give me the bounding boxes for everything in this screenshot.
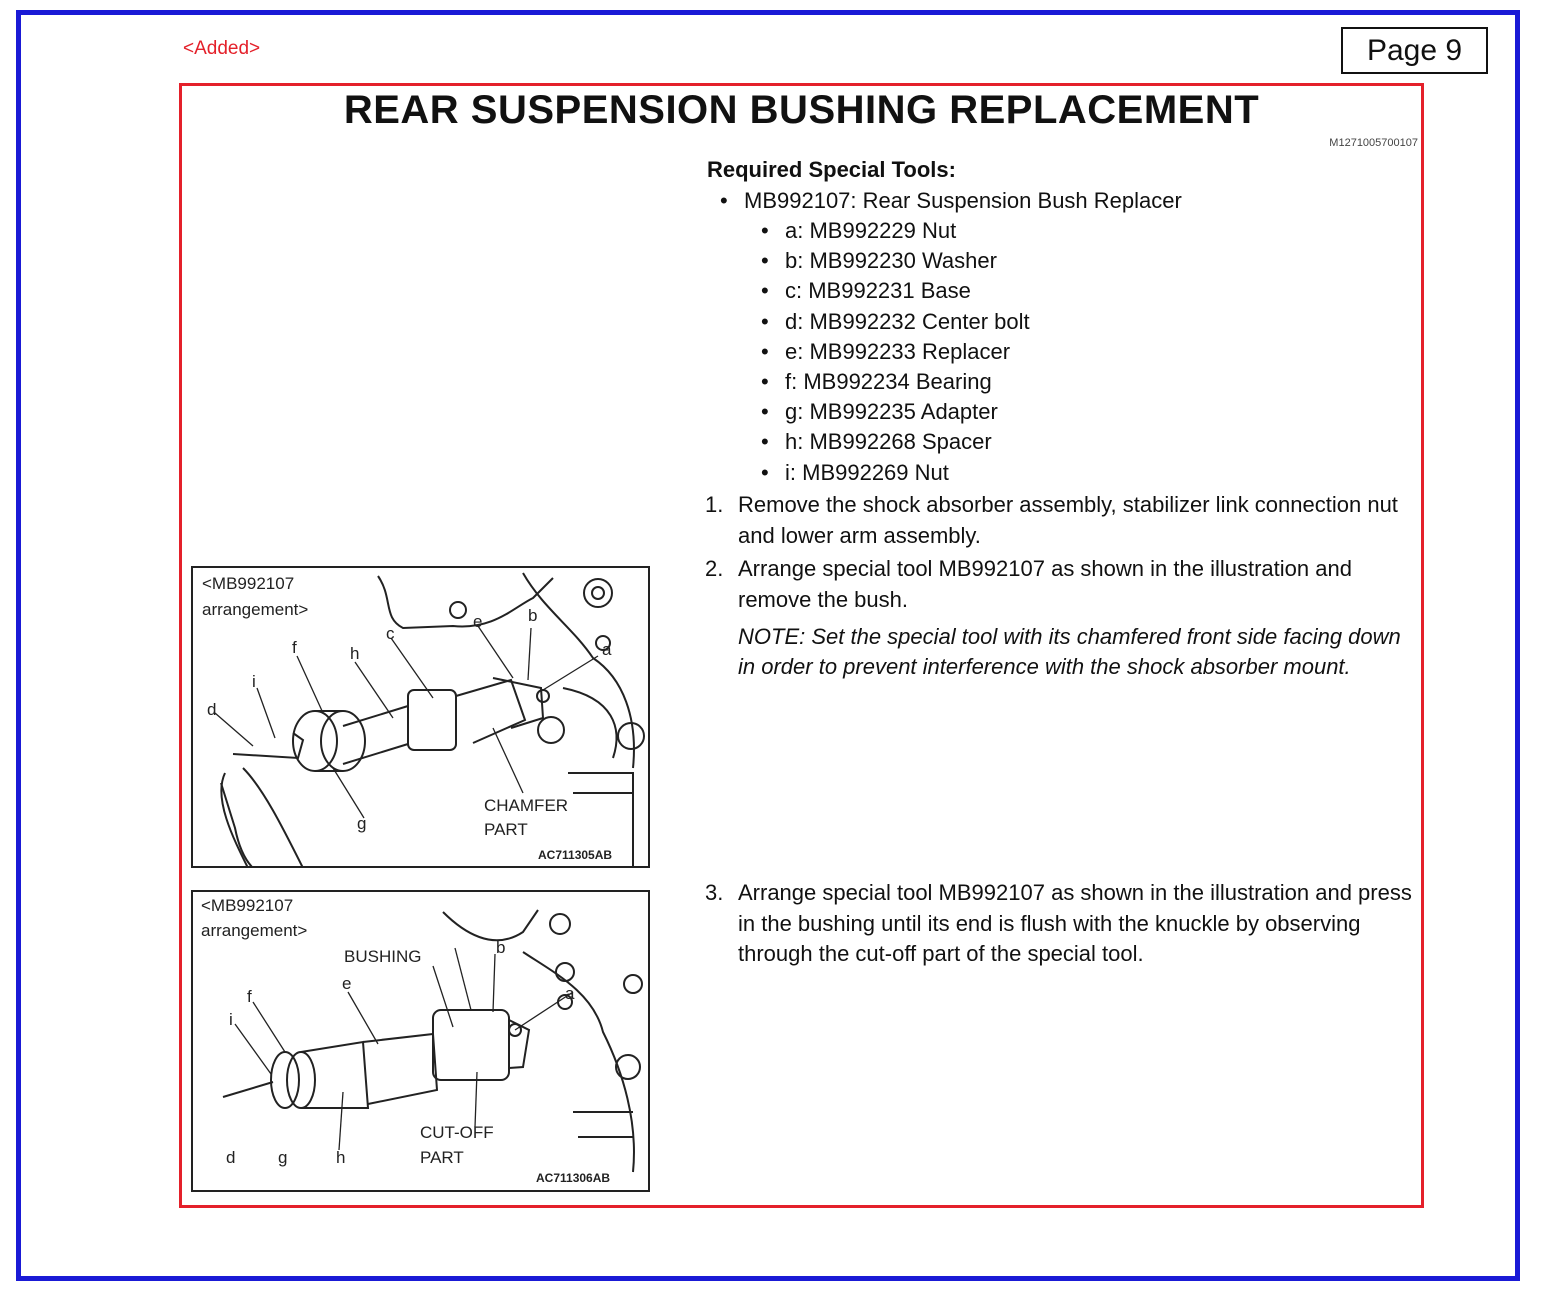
content-frame bbox=[179, 83, 1424, 1208]
figure-caption-line2: arrangement> bbox=[201, 921, 308, 940]
step-number: 3. bbox=[705, 880, 724, 905]
tool-sub-item: i: MB992269 Nut bbox=[761, 458, 1182, 488]
callout-line1: CHAMFER bbox=[484, 796, 569, 815]
figure-caption-line1: <MB992107 bbox=[201, 896, 294, 915]
step-text: Arrange special tool MB992107 as shown i… bbox=[738, 880, 1412, 966]
label-a: a bbox=[565, 984, 575, 1003]
tools-list: MB992107: Rear Suspension Bush Replacer … bbox=[720, 186, 1182, 488]
label-e: e bbox=[342, 974, 352, 993]
label-g: g bbox=[357, 814, 367, 833]
label-h: h bbox=[350, 644, 360, 663]
figure-remove-bush: <MB992107 arrangement> a b c d e f g h i… bbox=[191, 566, 650, 868]
tool-sub-item: g: MB992235 Adapter bbox=[761, 397, 1182, 427]
page-border bbox=[16, 10, 1520, 1281]
label-f: f bbox=[292, 638, 297, 657]
tool-sub-item: e: MB992233 Replacer bbox=[761, 337, 1182, 367]
callout-line2: PART bbox=[420, 1148, 464, 1167]
figure-caption-line1: <MB992107 bbox=[202, 574, 295, 593]
tool-sub-item: b: MB992230 Washer bbox=[761, 246, 1182, 276]
label-i: i bbox=[252, 672, 256, 691]
step-2-note: NOTE: Set the special tool with its cham… bbox=[738, 624, 1401, 679]
tools-heading: Required Special Tools: bbox=[707, 157, 956, 182]
added-tag: <Added> bbox=[183, 38, 261, 59]
document-id: M1271005700107 bbox=[1329, 137, 1418, 149]
tool-sub-item: d: MB992232 Center bolt bbox=[761, 307, 1182, 337]
label-b: b bbox=[496, 938, 506, 957]
tool-sub-list: a: MB992229 Nut b: MB992230 Washer c: MB… bbox=[761, 216, 1182, 488]
callout-line1: CUT-OFF bbox=[420, 1123, 494, 1142]
page-title: REAR SUSPENSION BUSHING REPLACEMENT bbox=[343, 88, 1260, 132]
label-a: a bbox=[602, 640, 612, 659]
bushing-label: BUSHING bbox=[344, 947, 422, 966]
label-g: g bbox=[278, 1148, 288, 1167]
step-text: Arrange special tool MB992107 as shown i… bbox=[738, 556, 1352, 612]
figure-1-drawing bbox=[214, 572, 645, 866]
page-number-box: Page 9 bbox=[1341, 27, 1488, 74]
callout-line2: PART bbox=[484, 820, 528, 839]
label-i: i bbox=[229, 1010, 233, 1029]
figure-code: AC711305AB bbox=[538, 848, 613, 862]
label-f: f bbox=[247, 987, 252, 1006]
label-b: b bbox=[528, 606, 538, 625]
step-text: Remove the shock absorber assembly, stab… bbox=[738, 492, 1398, 548]
label-h: h bbox=[336, 1148, 346, 1167]
figure-press-bushing: <MB992107 arrangement> BUSHING a b d e f… bbox=[191, 890, 650, 1192]
tool-sub-item: f: MB992234 Bearing bbox=[761, 367, 1182, 397]
label-d: d bbox=[226, 1148, 236, 1167]
page-number: Page 9 bbox=[1366, 33, 1463, 67]
figure-2-drawing bbox=[222, 909, 643, 1173]
tool-sub-item: h: MB992268 Spacer bbox=[761, 427, 1182, 457]
label-d: d bbox=[207, 700, 217, 719]
figure-code: AC711306AB bbox=[536, 1171, 611, 1185]
tool-sub-item: a: MB992229 Nut bbox=[761, 216, 1182, 246]
step-number: 1. bbox=[705, 492, 724, 517]
step-number: 2. bbox=[705, 556, 724, 581]
tool-sub-item: c: MB992231 Base bbox=[761, 276, 1182, 306]
figure-caption-line2: arrangement> bbox=[202, 600, 309, 619]
tool-main-item: MB992107: Rear Suspension Bush Replacer … bbox=[720, 186, 1182, 488]
label-c: c bbox=[386, 624, 395, 643]
label-e: e bbox=[473, 612, 483, 631]
